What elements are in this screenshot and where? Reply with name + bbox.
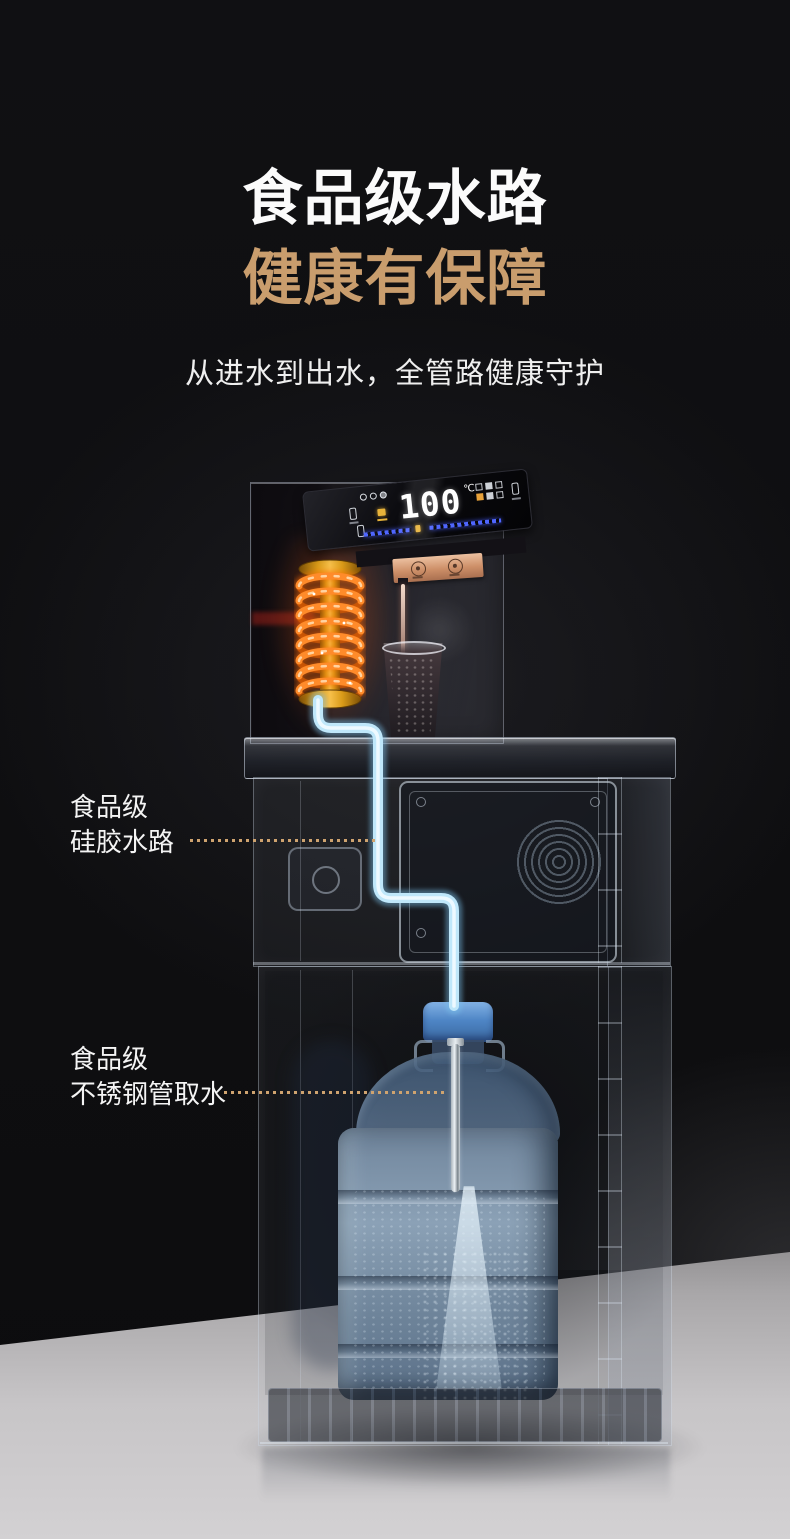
bottle-cap [423, 1002, 493, 1042]
display-status-icon [359, 493, 368, 501]
corner-pillar [598, 966, 622, 1444]
cabinet-side-face [607, 778, 670, 966]
callout-silicone-line2: 硅胶水路 [70, 827, 175, 857]
display-mode-icon [356, 524, 366, 538]
corner-pillar [598, 777, 622, 963]
bottle-groove [338, 1190, 558, 1204]
cabinet-side-face [608, 967, 671, 1445]
callout-steel-pipe: 食品级 不锈钢管取水 [70, 1042, 226, 1112]
button-label-mark [449, 573, 460, 577]
display-mode-label [349, 521, 359, 525]
water-splash-sparkle [420, 1250, 530, 1400]
display-function-icons [475, 481, 504, 501]
display-status-icon [369, 492, 378, 500]
display-mode-icon [511, 482, 520, 496]
fan-grille [515, 818, 603, 906]
panel-seam [300, 970, 301, 1440]
cup-water-sparkle [389, 656, 437, 735]
subtitle: 从进水到出水，全管路健康守护 [184, 358, 605, 390]
callout-silicone-line1: 食品级 [70, 792, 149, 822]
dispense-button[interactable] [447, 558, 464, 575]
panel-seam [300, 781, 301, 961]
bolt [416, 797, 426, 807]
pipe-collar [447, 1038, 464, 1046]
leader-line-silicone [190, 839, 378, 842]
hot-cup-label [377, 518, 388, 522]
bottle-groove [338, 1276, 558, 1290]
glass-cup [381, 641, 446, 742]
temperature-unit: ℃ [463, 482, 476, 496]
callout-steel-line2: 不锈钢管取水 [70, 1079, 227, 1109]
mini-cup-icon [415, 524, 421, 533]
child-lock-button[interactable] [410, 560, 427, 577]
floor-reflection [262, 1448, 670, 1510]
stainless-steel-pipe [451, 1044, 460, 1192]
display-mode-label [511, 497, 521, 501]
base-edge-highlight [260, 1442, 668, 1444]
cup-rim [382, 641, 446, 655]
water-outlet [398, 578, 408, 585]
button-label-mark [412, 576, 423, 579]
temperature-readout: 100 [397, 481, 464, 527]
function-icon [494, 481, 503, 489]
display-mode-icon [348, 507, 358, 521]
hot-cup-icon [377, 508, 386, 517]
segment-indicator-left [363, 527, 412, 537]
callout-steel-line1: 食品级 [70, 1044, 149, 1074]
coil-glow [266, 536, 396, 746]
function-icon [485, 482, 493, 490]
callout-silicone: 食品级 硅胶水路 [70, 790, 174, 860]
bolt [416, 928, 426, 938]
cabinet-divider [253, 962, 670, 965]
bolt [590, 797, 600, 807]
function-icon [486, 492, 494, 500]
headline-line2: 健康有保障 [242, 245, 548, 312]
leader-line-steel [224, 1091, 446, 1094]
segment-indicator-right [429, 518, 502, 530]
counter-top [244, 737, 676, 779]
function-icon [475, 483, 483, 491]
function-icon-active [476, 493, 484, 501]
cabinet-base [268, 1388, 662, 1442]
hot-water-stream [401, 584, 405, 654]
function-icon [496, 490, 504, 499]
headline-line1: 食品级水路 [242, 165, 548, 232]
display-status-icon [379, 491, 388, 499]
